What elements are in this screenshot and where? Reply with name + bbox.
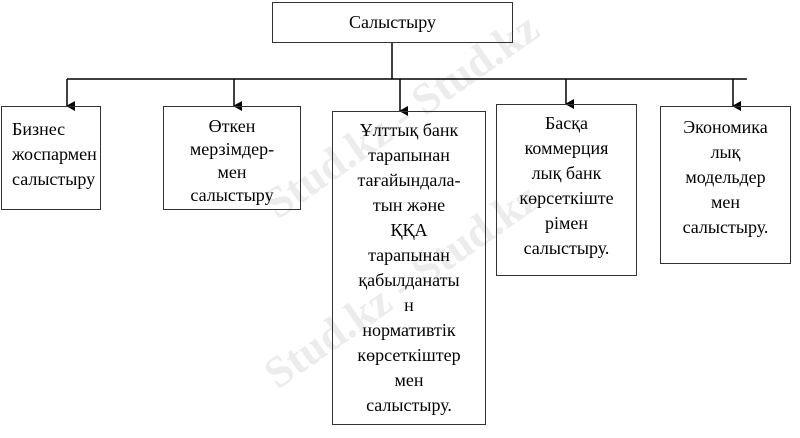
box-line: лық банк (531, 163, 602, 183)
box-line: қабылданаты (358, 270, 460, 290)
box-line: тағайындала- (357, 170, 461, 190)
box-line: көрсеткіштер (357, 345, 461, 365)
box-line: ҚҚА (390, 220, 428, 240)
box-line: салыстыру (190, 185, 274, 205)
box-line: мен (394, 370, 424, 390)
root-label: Салыстыру (349, 12, 436, 32)
child-box-national-bank: Ұлттық банк тарапынан тағайындала- тын ж… (332, 111, 486, 425)
box-line: салыстыру. (682, 217, 769, 237)
box-line: нормативтік (362, 320, 456, 340)
box-line: тарапынан (368, 245, 450, 265)
child-box-business-plan: Бизнес жоспармен салыстыру (1, 106, 101, 210)
box-line: салыстыру. (366, 395, 452, 415)
box-line: Бизнес (12, 119, 66, 139)
box-line: Экономика (683, 117, 768, 137)
box-line: рімен (544, 213, 588, 233)
box-line: модельдер (685, 167, 766, 187)
box-line: н (404, 295, 414, 315)
box-line: мен (217, 162, 247, 182)
box-line: тын және (372, 195, 446, 215)
box-line: тарапынан (368, 145, 450, 165)
box-line: жоспармен (12, 144, 97, 164)
box-line: мерзімдер- (189, 139, 275, 159)
child-box-economic-models: Экономика лық модельдер мен салыстыру. (660, 106, 791, 264)
box-line: Ұлттық банк (359, 120, 459, 140)
box-line: салыстыру. (523, 238, 610, 258)
box-line: коммерция (524, 138, 609, 158)
box-line: Өткен (208, 116, 256, 136)
box-line: Басқа (544, 113, 589, 133)
child-box-other-banks: Басқа коммерция лық банк көрсеткіште рім… (496, 104, 637, 276)
box-line: көрсеткіште (519, 188, 614, 208)
child-box-past-periods: Өткен мерзімдер- мен салыстыру (163, 106, 301, 210)
box-line: лық (710, 142, 741, 162)
root-box: Салыстыру (272, 2, 513, 43)
box-line: салыстыру (12, 169, 96, 189)
box-line: мен (710, 192, 740, 212)
